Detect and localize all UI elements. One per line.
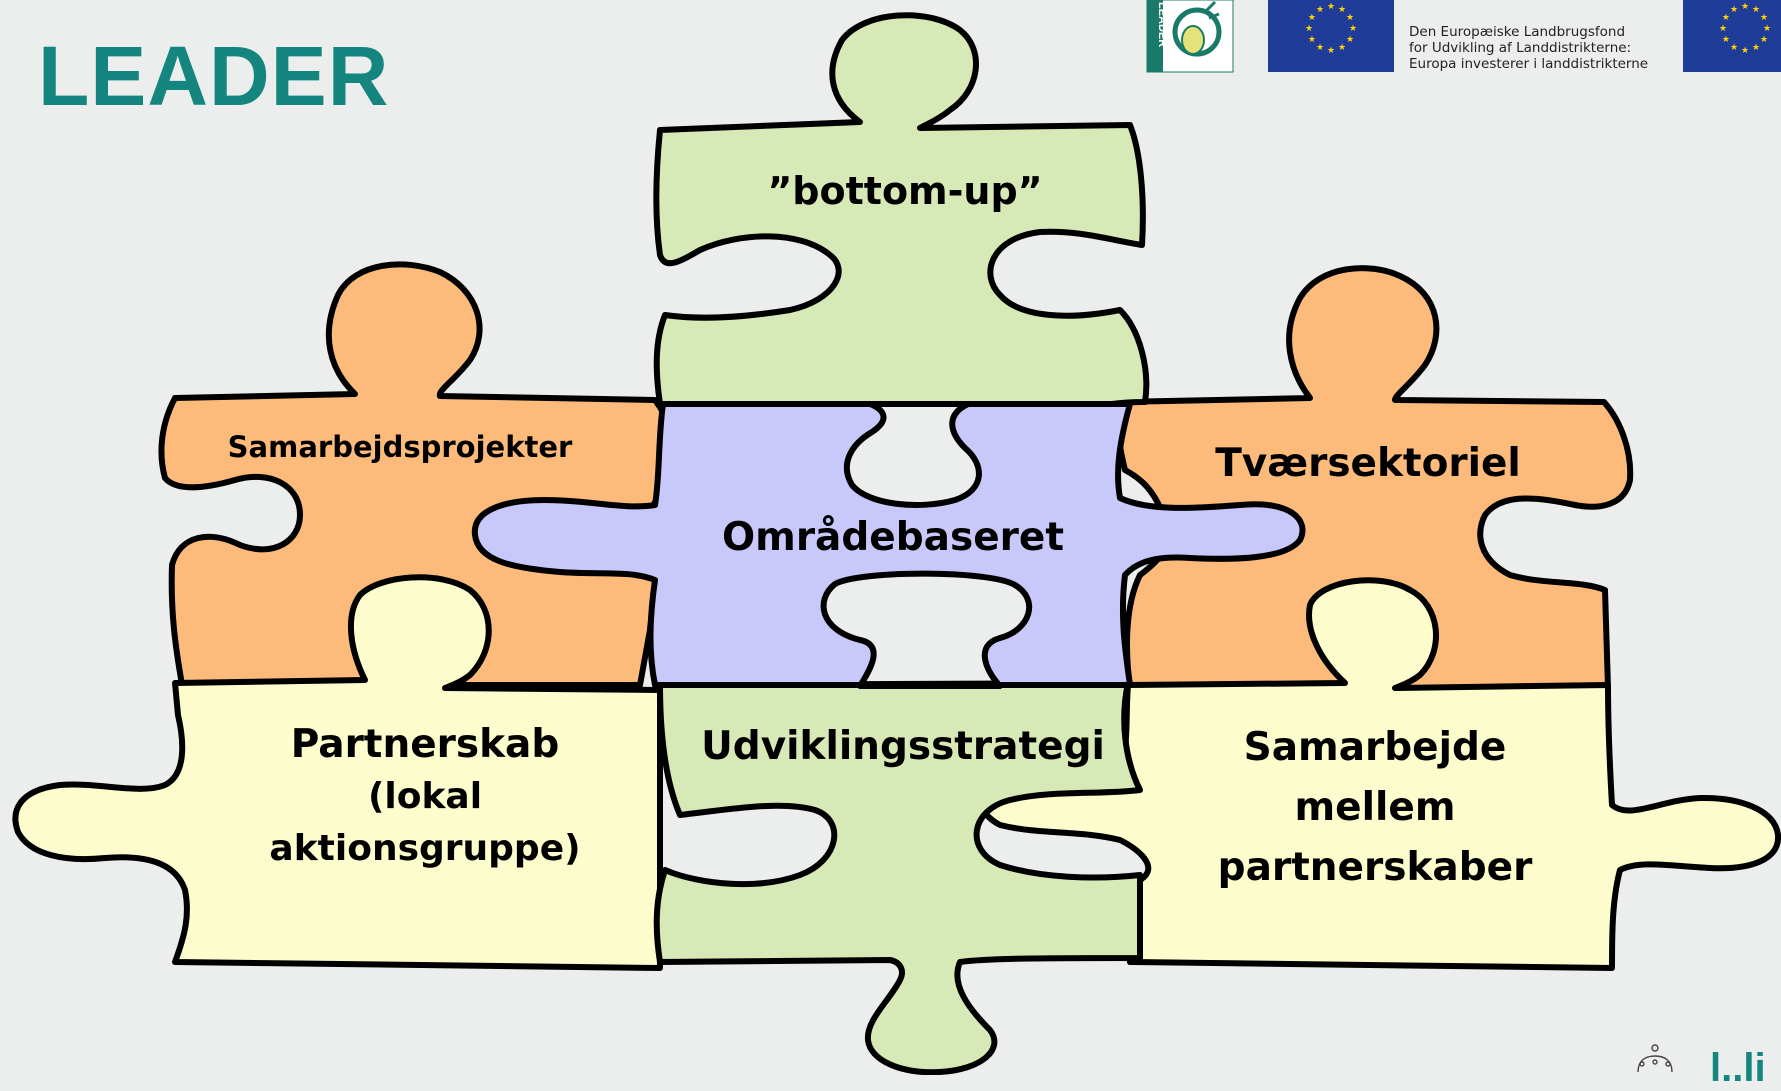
- label-tvaersektoriel: Tværsektoriel: [1215, 441, 1521, 486]
- eu-star-icon: ★: [1719, 23, 1727, 33]
- eu-star-icon: ★: [1327, 1, 1335, 11]
- eu-star-icon: ★: [1722, 12, 1730, 22]
- label-partnerskab-line-1: Partnerskab: [290, 722, 560, 767]
- label-samarbejdsprojekter: Samarbejdsprojekter: [227, 430, 573, 464]
- label-partnerskab: Partnerskab (lokal aktionsgruppe): [269, 718, 580, 876]
- corner-logo-text: l..li: [1710, 1046, 1766, 1090]
- eu-star-icon: ★: [1730, 42, 1738, 52]
- label-udviklingsstrategi: Udviklingsstrategi: [701, 724, 1105, 769]
- label-omraadebaseret: Områdebaseret: [722, 515, 1064, 560]
- crown-icon: [1637, 1044, 1673, 1073]
- eu-caption-line-2: for Udvikling af Landdistrikterne:: [1409, 40, 1632, 56]
- eu-star-icon: ★: [1722, 34, 1730, 44]
- label-samarbejde-line-2: mellem: [1294, 785, 1456, 830]
- eu-caption-line-3: Europa investerer i landdistrikterne: [1409, 56, 1649, 72]
- label-samarbejde-line-3: partnerskaber: [1217, 845, 1533, 890]
- eu-star-icon: ★: [1763, 23, 1771, 33]
- eu-star-icon: ★: [1346, 34, 1354, 44]
- puzzle-piece-omraadebaseret: [471, 401, 1306, 689]
- eu-star-icon: ★: [1741, 1, 1749, 11]
- label-samarbejde-line-1: Samarbejde: [1243, 725, 1507, 770]
- eu-flag-icon-right: [1683, 0, 1781, 72]
- puzzle-piece-udviklingsstrategi: [653, 680, 1144, 1075]
- logo-strip: LEADER ★★★★★★★★★★★★ ★★★★★★★★★★★★: [1146, 0, 1781, 73]
- eu-star-icon: ★: [1760, 34, 1768, 44]
- eu-star-icon: ★: [1730, 4, 1738, 14]
- eu-star-icon: ★: [1349, 23, 1357, 33]
- page-title: LEADER: [38, 29, 390, 123]
- eu-star-icon: ★: [1308, 12, 1316, 22]
- eu-star-icon: ★: [1760, 12, 1768, 22]
- label-samarbejde: Samarbejde mellem partnerskaber: [1218, 718, 1533, 898]
- eu-star-icon: ★: [1752, 4, 1760, 14]
- eu-star-icon: ★: [1752, 42, 1760, 52]
- leader-logo: LEADER: [1146, 0, 1234, 73]
- eu-star-icon: ★: [1338, 4, 1346, 14]
- puzzle-piece-partnerskab: [12, 574, 663, 971]
- eu-star-icon: ★: [1316, 42, 1324, 52]
- eu-star-icon: ★: [1338, 42, 1346, 52]
- eu-caption-line-1: Den Europæiske Landbrugsfond: [1409, 24, 1626, 40]
- label-partnerskab-line-3: aktionsgruppe): [269, 828, 581, 869]
- eu-star-icon: ★: [1327, 45, 1335, 55]
- eu-star-icon: ★: [1305, 23, 1313, 33]
- leader-logo-text: LEADER: [1156, 2, 1168, 47]
- eu-star-icon: ★: [1308, 34, 1316, 44]
- label-bottom-up: ”bottom-up”: [767, 169, 1043, 213]
- puzzle-piece-bottom-up: [653, 12, 1150, 407]
- eu-fund-caption: Den Europæiske Landbrugsfond for Udvikli…: [1409, 24, 1648, 72]
- eu-flag-icon: [1268, 0, 1394, 72]
- eu-star-icon: ★: [1741, 45, 1749, 55]
- label-partnerskab-line-2: (lokal: [367, 776, 483, 817]
- eu-star-icon: ★: [1316, 4, 1324, 14]
- eu-star-icon: ★: [1346, 12, 1354, 22]
